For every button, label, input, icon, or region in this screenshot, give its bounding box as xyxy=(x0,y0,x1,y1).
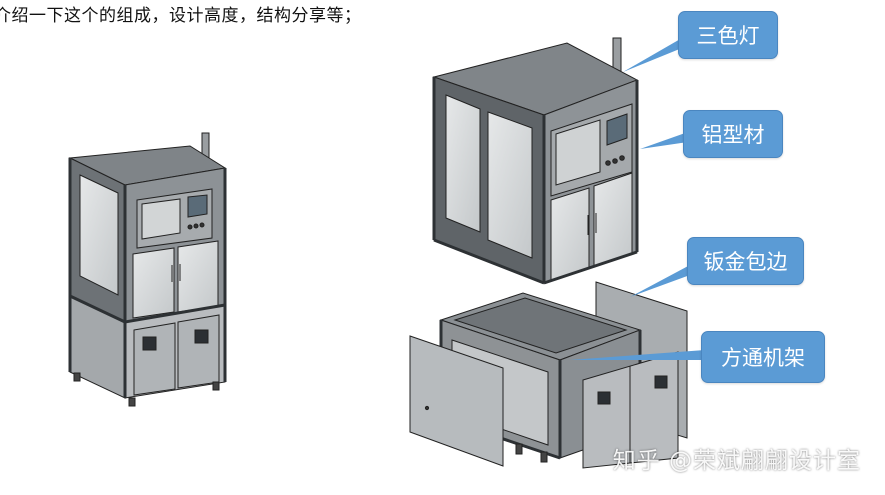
pointer-square-tube-frame xyxy=(570,350,705,360)
assembled-machine xyxy=(68,132,227,407)
callout-aluminum-profile: 铝型材 xyxy=(683,110,783,158)
callout-tricolor-light: 三色灯 xyxy=(678,11,778,59)
front-door-left-a xyxy=(132,247,175,319)
callout-square-tube-frame: 方通机架 xyxy=(701,331,825,383)
pointer-aluminum-profile xyxy=(640,132,688,149)
intro-text: 介绍一下这个的组成，设计高度，结构分享等； xyxy=(0,6,362,26)
sheet-panel-left xyxy=(409,335,504,467)
front-door-left-b xyxy=(177,240,219,313)
pointer-sheet-metal-edge xyxy=(630,265,690,297)
callout-sheet-metal-edge: 钣金包边 xyxy=(687,237,804,285)
watermark: 知乎 @荣斌翩翩设计室 xyxy=(612,448,861,474)
pointer-tricolor-light xyxy=(623,38,682,72)
front-door-right-b xyxy=(593,172,633,267)
exploded-upper-module xyxy=(432,37,639,285)
front-door-right-a xyxy=(550,187,590,281)
